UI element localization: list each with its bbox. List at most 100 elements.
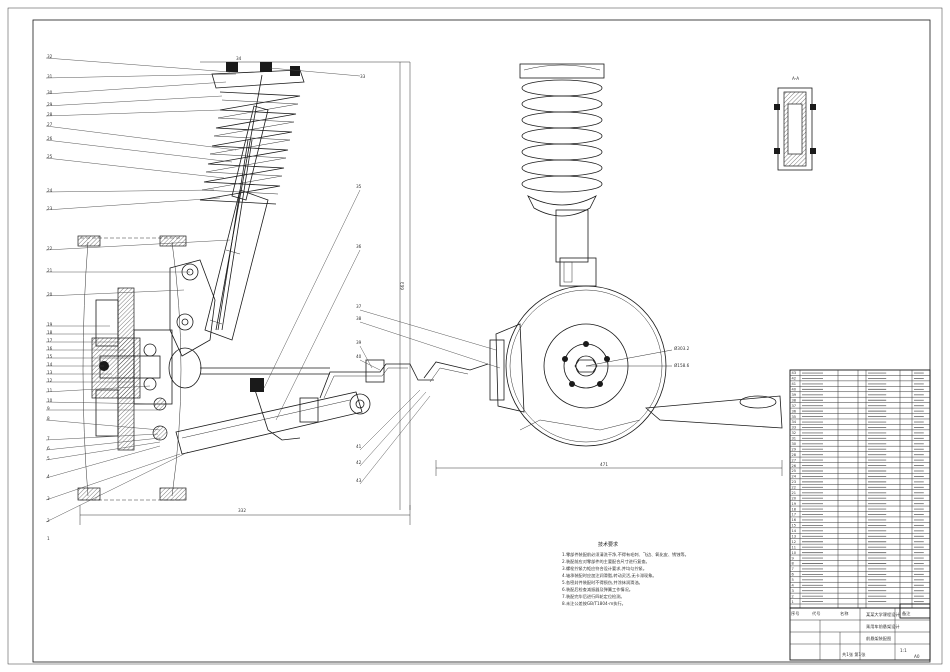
bom-row-number: 34: [792, 420, 797, 424]
callout-label: 2: [47, 518, 50, 523]
callout-label: 3: [47, 496, 50, 501]
callout-label: 28: [47, 112, 53, 117]
callout-label: 10: [47, 398, 53, 403]
bom-row-number: 5: [792, 578, 794, 582]
callout-label: 41: [356, 444, 362, 449]
bom-row-number: 33: [792, 426, 797, 430]
bom-row-number: 2: [792, 594, 794, 598]
callout-label: 40: [356, 354, 362, 359]
bom-row-number: 19: [792, 502, 797, 506]
callout-label: 34: [236, 56, 242, 61]
bom-row-number: 30: [792, 442, 797, 446]
bom-row-number: 17: [792, 513, 797, 517]
dimension-width-left: 332: [238, 508, 246, 513]
school-name: 某某大学课程设计: [866, 611, 900, 618]
tech-note-line: 6.装配后检查减振器及弹簧工作情况。: [562, 586, 633, 593]
bom-row-number: 21: [792, 491, 797, 495]
callout-label: 24: [47, 188, 53, 193]
callout-label: 5: [47, 456, 50, 461]
bom-header: 代号: [812, 610, 820, 617]
callout-label: 27: [47, 122, 53, 127]
bom-row-number: 12: [792, 540, 797, 544]
bom-row-number: 8: [792, 562, 795, 566]
callout-label: 14: [47, 362, 53, 367]
bom-row-number: 15: [792, 524, 797, 528]
callout-label: 43: [356, 478, 362, 483]
callout-label: 31: [47, 74, 53, 79]
bom-row-number: 10: [792, 551, 797, 555]
callout-label: 11: [47, 388, 53, 393]
callout-label: 26: [47, 136, 53, 141]
callout-label: 33: [360, 74, 366, 79]
bom-row-number: 31: [792, 437, 797, 441]
bom-row-number: 39: [792, 393, 797, 397]
bill-of-materials: 4342414039383736353433323130292827262524…: [789, 369, 931, 609]
bom-row-number: 26: [792, 464, 797, 468]
bom-row-number: 16: [792, 518, 797, 522]
bom-row-number: 36: [792, 409, 797, 413]
tech-note-line: 1.零部件装配前必须清洗干净,不得有毛刺、飞边、氧化皮、锈蚀等。: [562, 551, 689, 558]
callout-label: 17: [47, 338, 53, 343]
bom-row-number: 18: [792, 507, 797, 511]
bom-row-number: 37: [792, 404, 797, 408]
callout-leaders-left: [45, 57, 237, 523]
callout-label: 39: [356, 340, 362, 345]
bom-header: 名称: [840, 610, 848, 617]
shock-absorber: [204, 74, 269, 341]
callout-labels-mid: 35 36 37 38 39 40 41 42 43: [356, 184, 362, 483]
bom-row-number: 23: [792, 480, 797, 484]
bom-row-number: 22: [792, 486, 797, 490]
callout-label: 12: [47, 378, 53, 383]
callout-label: 38: [356, 316, 362, 321]
dimension-diameter-b: Ø158.6: [674, 363, 690, 368]
bom-row-number: 27: [792, 458, 797, 462]
callout-label: 37: [356, 304, 362, 309]
coil-spring-right: [521, 79, 603, 193]
bom-row-number: 4: [792, 583, 795, 587]
tech-note-line: 7.装配完毕后进行四轮定位检测。: [562, 593, 625, 600]
technical-notes: 技术要求 1.零部件装配前必须清洗干净,不得有毛刺、飞边、氧化皮、锈蚀等。 2.…: [562, 541, 689, 607]
bom-row-number: 38: [792, 398, 797, 402]
callout-label: 19: [47, 322, 53, 327]
sheet-count: 共1张 第1张: [842, 651, 866, 658]
callout-label: 9: [47, 406, 50, 411]
callout-label: 4: [47, 474, 50, 479]
bom-row-number: 14: [792, 529, 797, 533]
callout-label: 18: [47, 330, 53, 335]
callout-label: 7: [47, 436, 50, 441]
bom-row-number: 11: [792, 545, 797, 549]
bom-row-number: 43: [792, 371, 797, 375]
section-label: A-A: [792, 76, 799, 81]
side-view: [423, 63, 783, 476]
callout-label: 36: [356, 244, 362, 249]
callout-labels-left: 32 31 30 29 28 27 26 25 24 23 22 21 20 1…: [47, 54, 53, 541]
bom-row-number: 24: [792, 475, 797, 479]
bom-row-number: 42: [792, 377, 797, 381]
callout-label: 35: [356, 184, 362, 189]
bom-row-number: 1: [792, 600, 794, 604]
dimension-height: 663: [400, 282, 405, 290]
tech-note-line: 2.装配前应对零部件的主要配合尺寸进行复查。: [562, 558, 650, 565]
callout-label: 23: [47, 206, 53, 211]
callout-label: 22: [47, 246, 53, 251]
inner-border: [32, 19, 931, 663]
tech-note-line: 8.未注公差按GB/T1804-m执行。: [562, 600, 626, 607]
bom-header: 序号: [791, 610, 799, 617]
section-a-a: [774, 87, 816, 171]
callout-label: 1: [47, 536, 50, 541]
bom-row-number: 3: [792, 589, 794, 593]
bom-row-number: 40: [792, 388, 797, 392]
callout-label: 15: [47, 354, 53, 359]
paper-size: A0: [914, 654, 920, 659]
bom-row-number: 9: [792, 556, 795, 560]
bom-row-number: 25: [792, 469, 797, 473]
bom-row-number: 7: [792, 567, 794, 571]
title-block: [789, 607, 931, 661]
drawing-name: 前悬架装配图: [866, 635, 891, 642]
callout-label: 42: [356, 460, 362, 465]
tech-notes-title: 技术要求: [598, 541, 618, 548]
callout-label: 32: [47, 54, 53, 59]
callout-label: 20: [47, 292, 53, 297]
